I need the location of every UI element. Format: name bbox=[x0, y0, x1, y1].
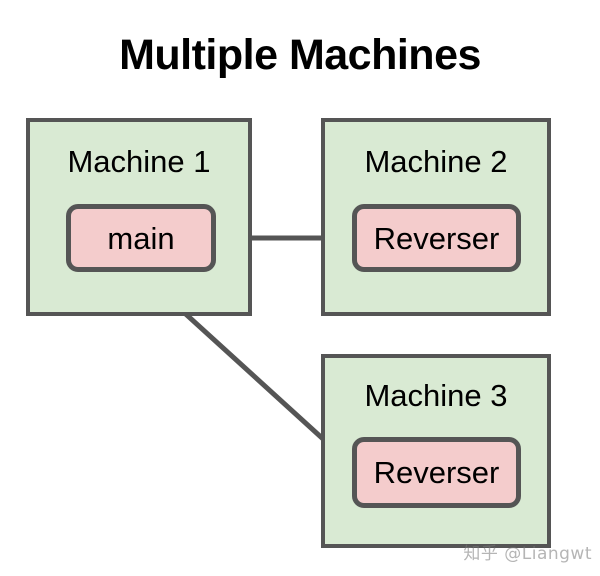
watermark: 知乎 @Liangwt bbox=[463, 544, 592, 564]
service-node-reverser-machine-3-label: Reverser bbox=[373, 455, 500, 490]
service-node-reverser-machine-2[interactable]: Reverser bbox=[352, 204, 521, 272]
service-node-main[interactable]: main bbox=[66, 204, 216, 272]
machine-label-3: Machine 3 bbox=[364, 378, 508, 413]
page-title: Multiple Machines bbox=[119, 31, 481, 79]
machine-label-1: Machine 1 bbox=[67, 144, 211, 179]
service-node-reverser-machine-3[interactable]: Reverser bbox=[352, 437, 521, 508]
service-node-reverser-machine-2-label: Reverser bbox=[373, 220, 500, 256]
machine-label-2: Machine 2 bbox=[364, 144, 508, 179]
service-node-main-label: main bbox=[107, 220, 175, 256]
